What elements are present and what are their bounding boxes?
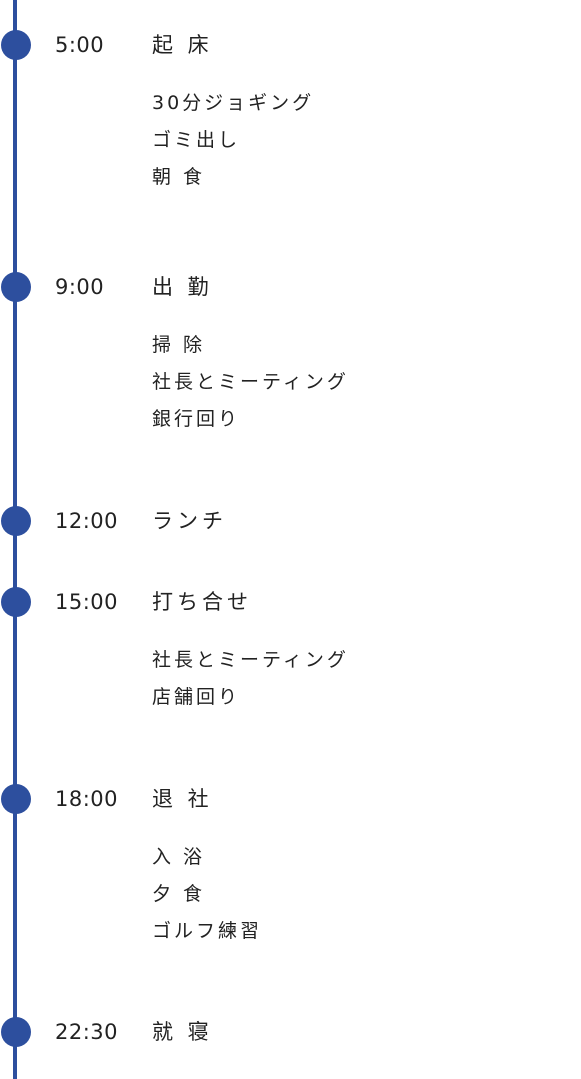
entry-item-list: 社長とミーティング 店舗回り bbox=[152, 642, 349, 716]
entry-time: 18:00 bbox=[55, 787, 119, 811]
entry-time: 22:30 bbox=[55, 1020, 119, 1044]
entry-item: 店舗回り bbox=[152, 686, 241, 708]
entry-item: 入 浴 bbox=[152, 846, 206, 868]
entry-time: 5:00 bbox=[55, 33, 105, 57]
entry-title: 出 勤 bbox=[152, 275, 213, 299]
entry-title: 起 床 bbox=[152, 33, 213, 57]
timeline-dot bbox=[1, 587, 31, 617]
entry-item-list: 掃 除 社長とミーティング 銀行回り bbox=[152, 327, 349, 438]
entry-title: 打ち合せ bbox=[152, 590, 252, 614]
entry-time: 15:00 bbox=[55, 590, 119, 614]
timeline-dot bbox=[1, 272, 31, 302]
entry-item: 社長とミーティング bbox=[152, 649, 349, 671]
timeline-line bbox=[13, 0, 17, 1079]
entry-item: ゴミ出し bbox=[152, 129, 241, 151]
entry-item-list: 入 浴 夕 食 ゴルフ練習 bbox=[152, 839, 262, 950]
entry-item: 夕 食 bbox=[152, 883, 206, 905]
entry-item: 掃 除 bbox=[152, 334, 206, 356]
entry-item: 朝 食 bbox=[152, 166, 206, 188]
entry-item-list: 30分ジョギング ゴミ出し 朝 食 bbox=[152, 85, 314, 196]
entry-item: ゴルフ練習 bbox=[152, 920, 263, 942]
timeline-dot bbox=[1, 1017, 31, 1047]
entry-time: 9:00 bbox=[55, 275, 105, 299]
timeline-dot bbox=[1, 30, 31, 60]
entry-time: 12:00 bbox=[55, 509, 119, 533]
timeline-dot bbox=[1, 784, 31, 814]
entry-item: 銀行回り bbox=[152, 408, 241, 430]
entry-title: 就 寝 bbox=[152, 1020, 213, 1044]
entry-title: ランチ bbox=[152, 509, 227, 533]
entry-item: 社長とミーティング bbox=[152, 371, 349, 393]
timeline-dot bbox=[1, 506, 31, 536]
entry-item: 30分ジョギング bbox=[152, 92, 315, 114]
entry-title: 退 社 bbox=[152, 787, 213, 811]
